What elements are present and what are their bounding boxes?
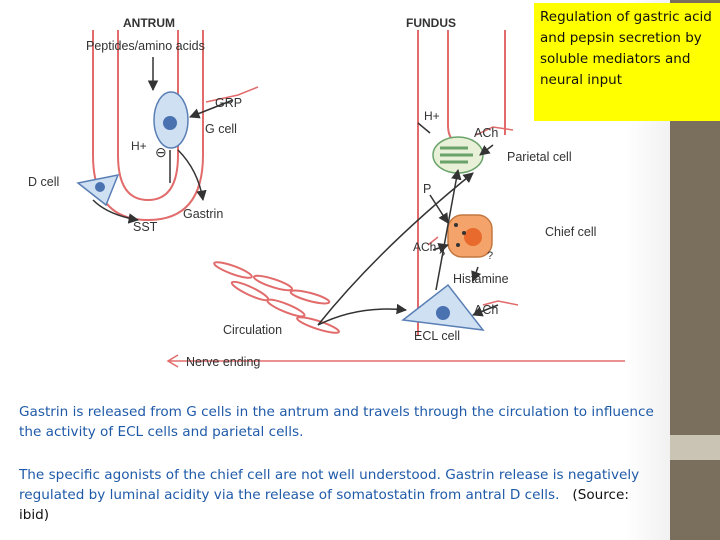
body-paragraph-1: Gastrin is released from G cells in the …	[19, 402, 659, 442]
ecl-cell	[401, 283, 485, 331]
inhibit-symbol: ⊖	[155, 144, 167, 160]
circulation-label: Circulation	[223, 323, 282, 337]
d-cell-label: D cell	[28, 175, 59, 189]
body-paragraph-2: The specific agonists of the chief cell …	[19, 465, 659, 525]
h-plus-fundus-label: H+	[424, 109, 440, 123]
paragraph-1-text: Gastrin is released from G cells in the …	[19, 404, 654, 440]
sst-label: SST	[133, 220, 158, 234]
h-plus-antrum-label: H+	[131, 139, 147, 153]
callout-text: Regulation of gastric acid and pepsin se…	[540, 9, 712, 88]
peptides-label: Peptides/amino acids	[86, 39, 205, 53]
accent-bar-bottom	[670, 460, 720, 540]
g-cell-label: G cell	[205, 122, 237, 136]
histamine-label: Histamine	[453, 272, 509, 286]
gastrin-label: Gastrin	[183, 207, 223, 221]
gastric-regulation-diagram: ANTRUM FUNDUS Peptides/amino acids GRP G…	[28, 16, 625, 369]
source-citation: (Source: ibid)	[19, 487, 629, 523]
nerve-fibers	[166, 86, 625, 368]
question-mark-1: ?	[439, 250, 445, 262]
fundus-heading: FUNDUS	[406, 16, 456, 30]
nerve-ending-label: Nerve ending	[186, 355, 260, 369]
ach-parietal-label: ACh	[474, 126, 498, 140]
accent-bar-middle	[670, 435, 720, 460]
antrum-gland-inner	[117, 30, 179, 202]
antrum-heading: ANTRUM	[123, 16, 175, 30]
chief-cell	[447, 214, 493, 258]
grp-label: GRP	[215, 96, 242, 110]
fundus-gland-inner	[447, 30, 459, 144]
ach-ecl-label: ACh	[474, 303, 498, 317]
circulation-vessel	[213, 261, 340, 334]
parietal-cell	[432, 136, 484, 174]
signal-arrows	[92, 57, 499, 326]
ecl-cell-label: ECL cell	[414, 329, 460, 343]
g-cell	[153, 91, 189, 149]
caption-callout: Regulation of gastric acid and pepsin se…	[534, 3, 720, 121]
p-label: P	[423, 182, 431, 196]
paragraph-2-text: The specific agonists of the chief cell …	[19, 467, 640, 503]
question-mark-2: ?	[487, 250, 493, 262]
d-cell	[76, 173, 120, 207]
ach-chief-label: ACh	[413, 240, 436, 254]
chief-cell-label: Chief cell	[545, 225, 596, 239]
parietal-cell-label: Parietal cell	[507, 150, 572, 164]
